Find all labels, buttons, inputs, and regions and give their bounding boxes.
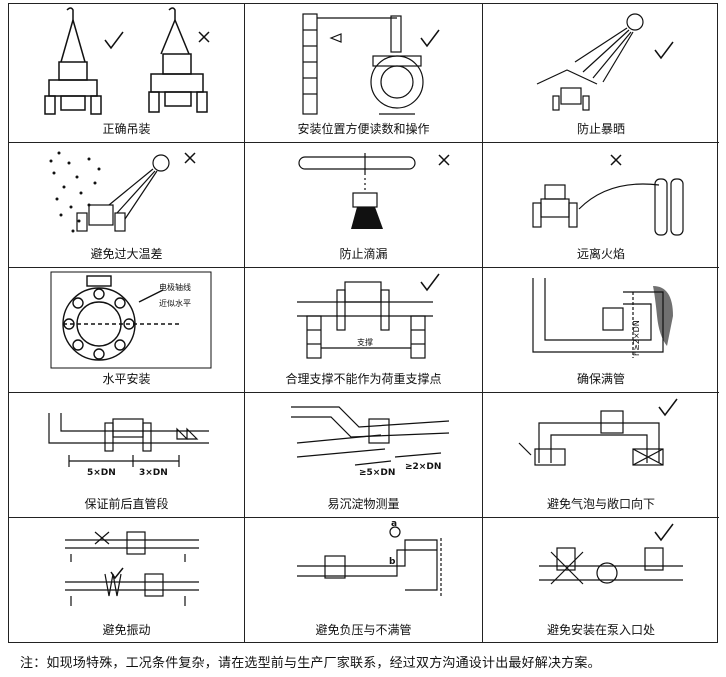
caption-correct-lifting: 正确吊装 xyxy=(102,122,151,136)
caption-drip: 防止滴漏 xyxy=(339,247,388,261)
sun-diagram xyxy=(536,13,674,111)
bubbles-diagram xyxy=(518,398,678,466)
caption-straight-pipe: 保证前后直管段 xyxy=(84,497,169,511)
check-icon xyxy=(654,41,674,60)
caption-convenient-position: 安装位置方便读数和操作 xyxy=(297,122,430,136)
caption-sun-protection: 防止暴晒 xyxy=(576,122,625,136)
cross-icon xyxy=(610,154,622,166)
panel-drip: 防止滴漏 xyxy=(245,143,483,268)
cross-icon xyxy=(198,31,210,43)
caption-fire: 远离火焰 xyxy=(576,247,625,261)
check-icon xyxy=(110,567,124,580)
caption-horizontal: 水平安装 xyxy=(102,372,151,386)
cross-icon xyxy=(438,154,450,166)
check-icon xyxy=(420,29,440,48)
panel-full-pipe: h≥2×DN 确保满管 xyxy=(483,268,719,393)
panel-negative-pressure: a b 避免负压与不满管 xyxy=(245,518,483,643)
caption-sediment: 易沉淀物测量 xyxy=(327,497,400,511)
caption-pump-inlet: 避免安装在泵入口处 xyxy=(546,623,655,637)
sediment-diagram: ≥5×DN ≥2×DN xyxy=(291,406,450,478)
caption-temperature: 避免过大温差 xyxy=(90,247,163,261)
h-dn-label: h≥2×DN xyxy=(632,320,641,356)
approx-horizontal-label: 近似水平 xyxy=(159,298,191,308)
full-pipe-diagram: h≥2×DN xyxy=(532,278,673,358)
footer-note: 注：如现场特殊，工况条件复杂，请在选型前与生产厂家联系，经过双方沟通设计出最好解… xyxy=(20,656,601,671)
ge2dn-label: ≥2×DN xyxy=(405,462,441,472)
a-label: a xyxy=(391,519,397,529)
panel-sun-protection: 防止暴晒 xyxy=(483,4,719,143)
panel-bubbles: 避免气泡与敞口向下 xyxy=(483,393,719,518)
position-diagram xyxy=(302,13,440,115)
installation-guide-grid: 正确吊装 安装位置方便读数和操作 xyxy=(8,3,719,643)
horizontal-diagram: 电极轴线 近似水平 xyxy=(50,271,212,369)
check-icon xyxy=(654,523,674,542)
panel-pump-inlet: 避免安装在泵入口处 xyxy=(483,518,719,643)
panel-convenient-position: 安装位置方便读数和操作 xyxy=(245,4,483,143)
vibration-diagram xyxy=(65,531,199,606)
water-flow xyxy=(653,286,673,346)
panel-correct-lifting: 正确吊装 xyxy=(9,4,245,143)
ge5dn-label: ≥5×DN xyxy=(359,468,395,478)
five-dn-label: 5×DN xyxy=(87,468,116,478)
panel-fire: 远离火焰 xyxy=(483,143,719,268)
check-icon xyxy=(658,398,678,417)
temperature-diagram xyxy=(49,151,196,233)
straight-pipe-diagram: 5×DN 3×DN xyxy=(48,413,209,478)
electrode-axis-label: 电极轴线 xyxy=(159,282,191,292)
fire-diagram xyxy=(532,154,684,236)
support-label: 支撑 xyxy=(357,337,373,347)
pump-icon xyxy=(596,562,618,584)
caption-support: 合理支撑不能作为荷重支撑点 xyxy=(285,372,442,386)
pump-inlet-diagram xyxy=(539,523,683,585)
cross-icon xyxy=(184,152,196,164)
panel-support: 支撑 合理支撑不能作为荷重支撑点 xyxy=(245,268,483,393)
three-dn-label: 3×DN xyxy=(139,468,168,478)
panel-vibration: 避免振动 xyxy=(9,518,245,643)
panel-horizontal: 电极轴线 近似水平 水平安装 xyxy=(9,268,245,393)
support-diagram: 支撑 xyxy=(297,273,440,359)
caption-full-pipe: 确保满管 xyxy=(576,372,625,386)
sun-icon xyxy=(626,13,644,31)
caption-bubbles: 避免气泡与敞口向下 xyxy=(546,497,655,511)
caption-negative-pressure: 避免负压与不满管 xyxy=(315,623,412,637)
panel-straight-pipe: 5×DN 3×DN 保证前后直管段 xyxy=(9,393,245,518)
lifting-diagram xyxy=(44,7,210,115)
panel-temperature: 避免过大温差 xyxy=(9,143,245,268)
panel-sediment: ≥5×DN ≥2×DN 易沉淀物测量 xyxy=(245,393,483,518)
negative-pressure-diagram: a b xyxy=(297,519,442,598)
check-icon xyxy=(104,31,124,50)
drip-diagram xyxy=(298,153,450,229)
caption-vibration: 避免振动 xyxy=(102,623,151,637)
check-icon xyxy=(420,273,440,292)
b-label: b xyxy=(389,557,396,567)
